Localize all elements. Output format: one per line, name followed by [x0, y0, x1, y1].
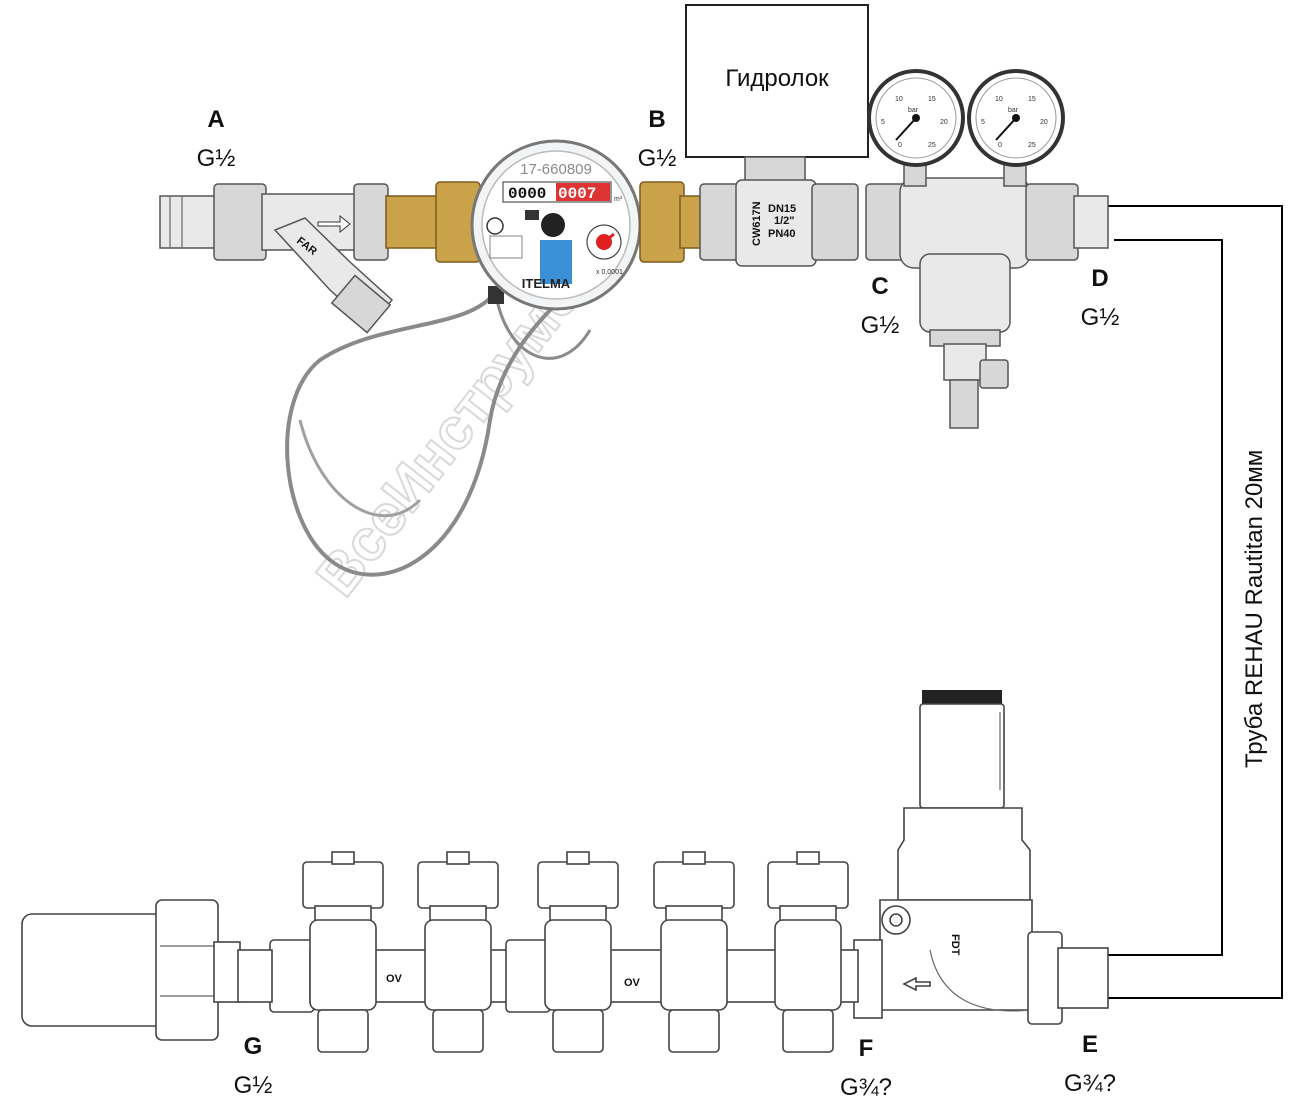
valve-model: CW617N — [751, 201, 763, 246]
manifold: OV OV — [269, 851, 859, 1053]
svg-text:10: 10 — [995, 96, 1003, 103]
svg-text:10: 10 — [895, 96, 903, 103]
pressure-reducer: FDT — [853, 690, 1109, 1025]
svg-text:G½: G½ — [861, 312, 900, 339]
svg-text:25: 25 — [928, 142, 936, 149]
point-label-F: F G¾? — [840, 1035, 892, 1101]
svg-text:5: 5 — [981, 119, 985, 126]
svg-text:15: 15 — [1028, 96, 1036, 103]
manifold-mark-1: OV — [386, 973, 403, 985]
point-label-E: E G¾? — [1064, 1031, 1116, 1097]
svg-text:G½: G½ — [197, 145, 236, 172]
point-label-A: A G½ — [197, 106, 236, 172]
manifold-valve-4 — [653, 851, 735, 1053]
svg-text:20: 20 — [940, 119, 948, 126]
svg-text:F: F — [859, 1035, 874, 1062]
svg-text:FDT: FDT — [949, 934, 961, 956]
pressure-gauge-left: 0 5 10 15 20 25 bar — [867, 69, 965, 167]
meter-unit: m³ — [614, 196, 623, 203]
svg-text:bar: bar — [908, 107, 919, 114]
filter-regulator-assembly: 0 5 10 15 20 25 bar 0 5 10 15 20 25 bar — [865, 69, 1109, 429]
point-label-D: D G½ — [1081, 265, 1120, 331]
point-label-C: C G½ — [861, 273, 900, 339]
manifold-valve-5 — [767, 851, 849, 1053]
manifold-valve-3 — [537, 851, 619, 1053]
meter-red-digits: 0007 — [558, 185, 596, 203]
svg-text:A: A — [207, 106, 224, 133]
svg-text:G½: G½ — [638, 145, 677, 172]
svg-text:0: 0 — [898, 142, 902, 149]
svg-text:B: B — [648, 106, 665, 133]
manifold-valve-1 — [302, 851, 384, 1053]
hydrolock-unit: Гидролок — [685, 4, 869, 184]
svg-text:G¾?: G¾? — [1064, 1070, 1116, 1097]
svg-text:0: 0 — [998, 142, 1002, 149]
svg-text:G¾?: G¾? — [840, 1074, 892, 1101]
valve-pn: PN40 — [768, 228, 796, 240]
meter-wire — [285, 286, 592, 577]
manifold-valve-2 — [417, 851, 499, 1053]
meter-union-right — [639, 181, 707, 263]
hydrolock-label: Гидролок — [725, 65, 829, 92]
svg-text:G½: G½ — [1081, 304, 1120, 331]
manifold-mark-2: OV — [624, 977, 641, 989]
ball-valve: CW617N DN15 1/2" PN40 — [699, 179, 859, 267]
meter-union-left — [385, 181, 481, 263]
y-strainer: FAR — [159, 183, 394, 334]
pipe-label: Труба REHAU Rautitan 20мм — [1241, 450, 1268, 768]
point-label-B: B G½ — [638, 106, 677, 172]
valve-dn: DN15 — [768, 203, 796, 215]
svg-text:D: D — [1091, 265, 1108, 292]
rehau-pipe — [1106, 205, 1283, 999]
svg-text:25: 25 — [1028, 142, 1036, 149]
svg-text:20: 20 — [1040, 119, 1048, 126]
meter-digits: 0000 — [508, 185, 546, 203]
svg-text:G: G — [244, 1033, 263, 1060]
meter-multiplier: x 0,0001 — [596, 269, 623, 276]
svg-text:G½: G½ — [234, 1072, 273, 1099]
pressure-gauge-right: 0 5 10 15 20 25 bar — [967, 69, 1065, 167]
meter-serial: 17-660809 — [520, 161, 592, 178]
valve-size: 1/2" — [774, 215, 795, 227]
point-label-G: G G½ — [234, 1033, 273, 1099]
svg-text:5: 5 — [881, 119, 885, 126]
svg-text:E: E — [1082, 1031, 1098, 1058]
svg-text:bar: bar — [1008, 107, 1019, 114]
svg-text:C: C — [871, 273, 888, 300]
water-meter: 17-660809 0000 0007 m³ ITELMA x 0,0001 — [470, 139, 642, 311]
svg-text:15: 15 — [928, 96, 936, 103]
manifold-end-cap — [21, 899, 273, 1041]
meter-brand: ITELMA — [522, 276, 571, 291]
